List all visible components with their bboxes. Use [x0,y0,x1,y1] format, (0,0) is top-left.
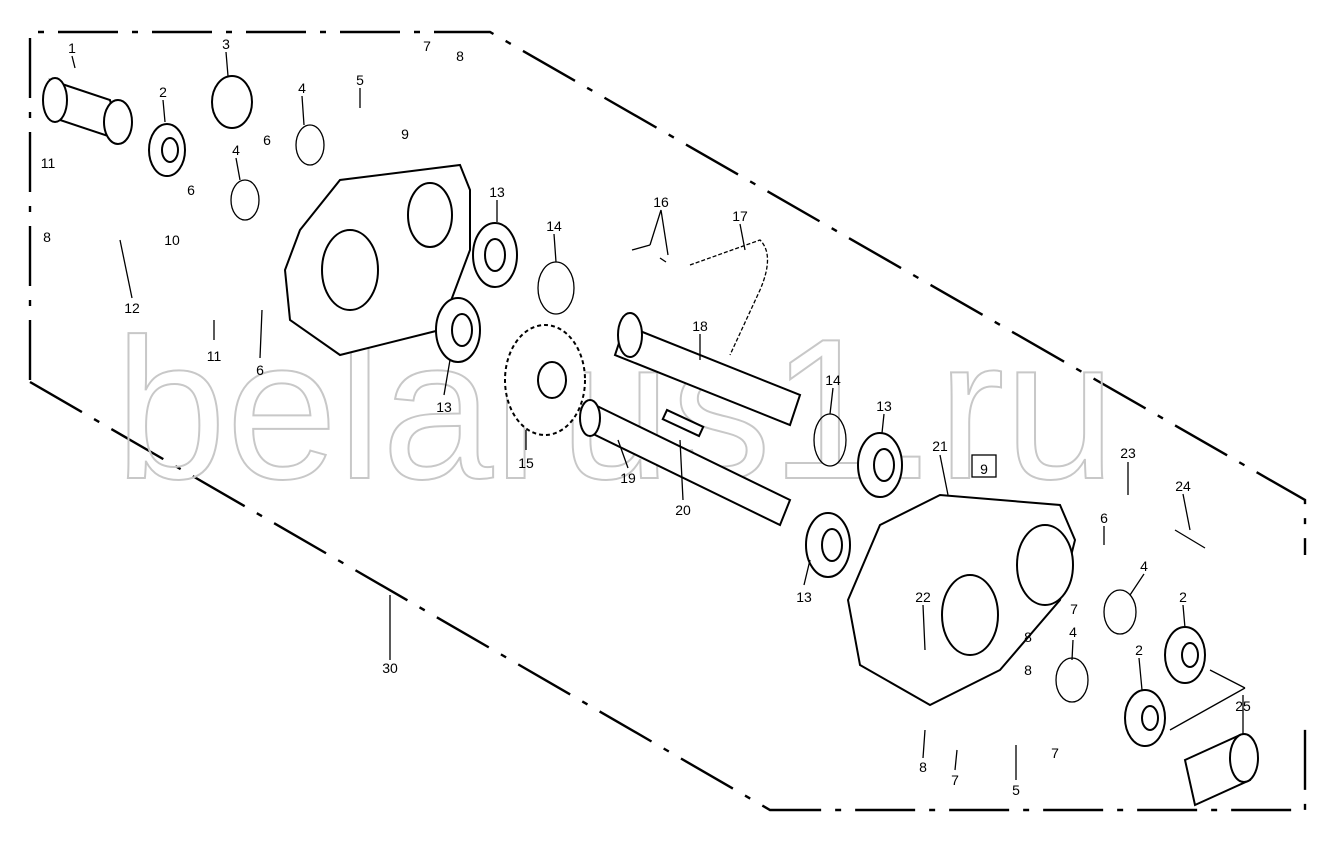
label: 4 [1140,558,1148,574]
label: 11 [41,155,56,171]
label: 5 [356,72,364,88]
label: 8 [1024,662,1032,678]
part-9-left-housing [283,163,471,357]
part-4-snap-ring [1055,657,1089,703]
leader-lines [71,51,1246,780]
label: 6 [256,362,264,378]
part-13-bearing [435,297,481,363]
part-1-sleeve [42,77,133,145]
label: 23 [1120,445,1136,461]
watermark: belarus1.ru [115,298,1116,521]
label: 4 [232,142,240,158]
label: 1 [68,40,76,56]
label: 7 [951,772,959,788]
part-4-snap-ring [230,179,260,221]
label: 10 [164,232,180,248]
label: 9 [401,126,409,142]
part-4-snap-ring [295,124,325,166]
assembly-boundary-lower [29,380,1307,812]
part-25-cap [1183,733,1259,807]
label: 22 [915,589,931,605]
part-19-shaft [579,399,792,527]
label: 6 [1100,510,1108,526]
label: 7 [1070,601,1078,617]
label: 20 [675,502,691,518]
label: 11 [207,348,222,364]
label: 13 [489,184,505,200]
label: 9 [980,461,988,477]
part-labels: 1 2 3 4 5 7 8 9 6 11 4 6 13 14 16 17 8 1… [41,36,1251,798]
label: 8 [919,759,927,775]
part-2-seal [1164,626,1206,684]
label: 8 [1024,629,1032,645]
part-4-snap-ring [1103,589,1137,635]
assembly-boundary [28,30,1307,555]
label: 2 [1135,642,1143,658]
label: 16 [653,194,669,210]
part-17-chain [689,239,769,356]
label: 7 [1051,745,1059,761]
label: 18 [692,318,708,334]
part-15-sprocket [504,324,586,436]
label: 17 [732,208,748,224]
part-2-seal [1124,689,1166,747]
label: 6 [187,182,195,198]
label: 13 [436,399,452,415]
label: 25 [1235,698,1251,714]
label: 24 [1175,478,1191,494]
label: 4 [1069,624,1077,640]
label: 14 [546,218,562,234]
part-3-ring [211,75,253,129]
part-13-bearing [472,222,518,288]
part-13-bearing [805,512,851,578]
label: 6 [263,132,271,148]
part-18-shaft [613,312,802,427]
label: 2 [1179,589,1187,605]
label: 14 [825,372,841,388]
label: 4 [298,80,306,96]
label: 8 [456,48,464,64]
part-2-seal [148,123,186,177]
reference-box [971,454,997,478]
part-13-bearing [857,432,903,498]
label: 7 [423,38,431,54]
part-16-link [631,244,667,263]
label: 5 [1012,782,1020,798]
label: 15 [518,455,534,471]
label: 12 [124,300,140,316]
label: 30 [382,660,398,676]
label: 19 [620,470,636,486]
label: 21 [932,438,948,454]
label: 13 [796,589,812,605]
label: 2 [159,84,167,100]
part-24-fitting [1174,529,1206,549]
label: 3 [222,36,230,52]
label: 13 [876,398,892,414]
part-21-right-housing [846,493,1077,707]
part-20-key [661,408,705,438]
label: 8 [43,229,51,245]
